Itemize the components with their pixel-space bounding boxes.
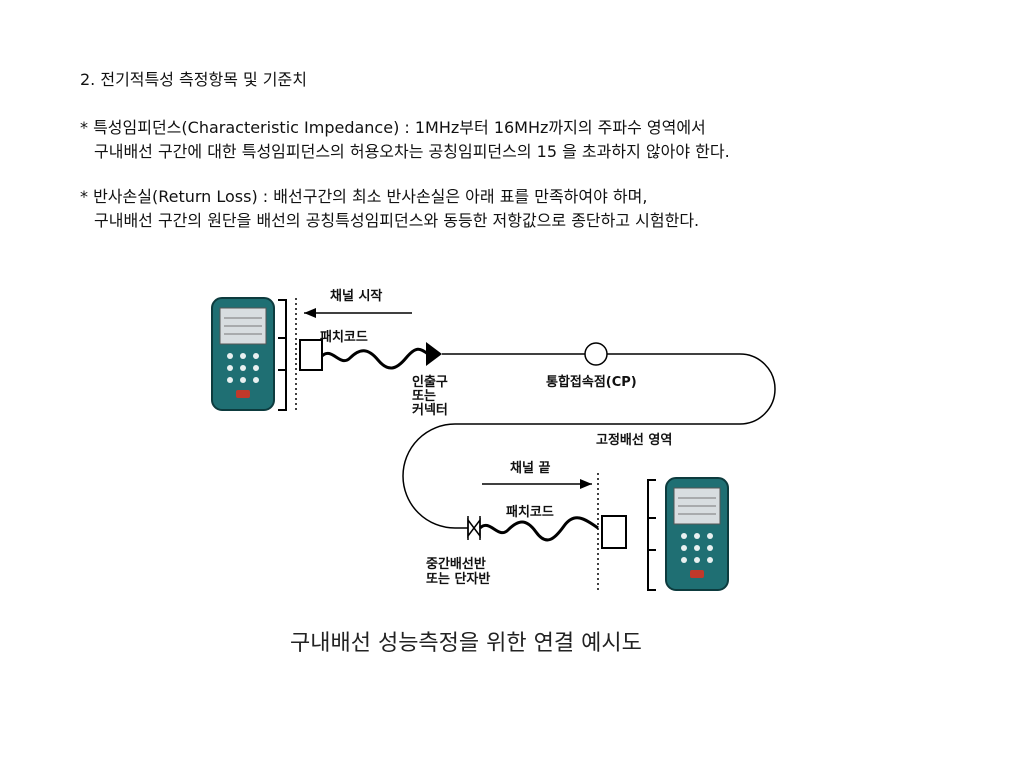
patch-cord-top xyxy=(320,347,429,370)
outlet-label-line1: 인출구 xyxy=(412,374,448,390)
impedance-bullet-line1: * 특성임피던스(Characteristic Impedance) : 1MH… xyxy=(80,118,706,137)
figure-caption: 구내배선 성능측정을 위한 연결 예시도 xyxy=(290,631,642,656)
arrow-right-icon xyxy=(580,479,592,489)
tester-right-icon xyxy=(665,477,729,591)
panel-label-line2: 또는 단자반 xyxy=(426,571,490,587)
cable-loop-right xyxy=(739,353,776,425)
return-loss-bullet-line2: 구내배선 구간의 원단을 배선의 공칭특성임피던스와 동등한 저항값으로 종단하… xyxy=(94,211,700,230)
channel-end-label: 채널 끝 xyxy=(510,460,550,476)
panel-label-line1: 중간배선반 xyxy=(426,556,486,572)
consolidation-point-label: 통합접속점(CP) xyxy=(546,374,637,390)
cross-connect-icon xyxy=(467,516,481,540)
outlet-label-line2: 또는 xyxy=(412,389,436,404)
plug-box-right xyxy=(601,515,627,549)
patch-cord-bottom xyxy=(478,516,599,542)
cabling-connection-diagram: 채널 시작 패치코드 인출구 또는 xyxy=(211,288,776,591)
tester-left-bracket xyxy=(278,299,287,411)
section-heading: 2. 전기적특성 측정항목 및 기준치 xyxy=(80,70,307,89)
patch-cord-top-label: 패치코드 xyxy=(320,329,368,345)
channel-start-label: 채널 시작 xyxy=(330,288,382,304)
impedance-bullet-line2: 구내배선 구간에 대한 특성임피던스의 허용오차는 공칭임피던스의 15 을 초… xyxy=(94,142,730,161)
outlet-connector-icon xyxy=(426,342,442,366)
plug-box-left xyxy=(299,339,323,371)
outlet-label-line3: 커넥터 xyxy=(412,402,448,418)
arrow-left-icon xyxy=(304,308,316,318)
tester-right-bracket xyxy=(647,479,656,591)
patch-cord-bottom-label: 패치코드 xyxy=(506,504,554,520)
tester-left-icon xyxy=(211,297,275,411)
fixed-wiring-area-label: 고정배선 영역 xyxy=(596,432,672,448)
consolidation-point-icon xyxy=(584,342,608,366)
cable-loop-left xyxy=(402,423,456,529)
return-loss-bullet-line1: * 반사손실(Return Loss) : 배선구간의 최소 반사손실은 아래 … xyxy=(80,187,648,206)
